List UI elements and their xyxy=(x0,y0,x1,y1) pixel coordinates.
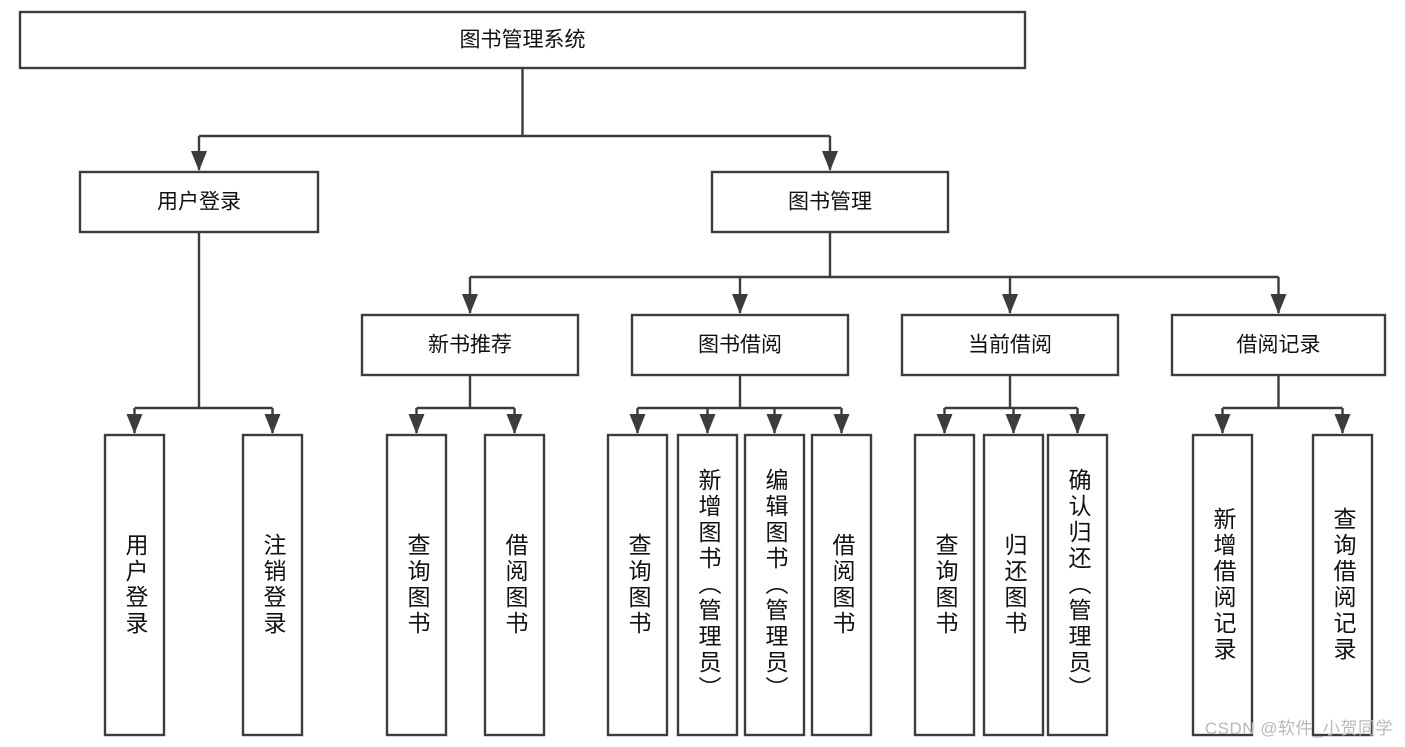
arrow-head-icon xyxy=(408,414,425,434)
node-leaf-5[interactable] xyxy=(676,433,739,737)
arrow-head-icon xyxy=(936,414,953,434)
arrow-head-icon xyxy=(1002,294,1018,314)
arrow-head-icon xyxy=(833,414,850,434)
arrow-head-icon xyxy=(766,414,783,434)
arrow-head-icon xyxy=(1005,414,1022,434)
csdn-watermark: CSDN @软件_小贺同学 xyxy=(1204,719,1393,738)
arrow-head-icon xyxy=(1069,414,1086,434)
arrow-head-icon xyxy=(732,294,748,314)
node-boxes xyxy=(18,10,1387,737)
node-level3-3[interactable] xyxy=(1170,313,1387,377)
node-level2-1-label: 图书管理 xyxy=(788,191,872,214)
node-leaf-6[interactable] xyxy=(743,433,806,737)
arrow-head-icon xyxy=(1334,414,1351,434)
node-leaf-11[interactable] xyxy=(1191,433,1254,737)
connector-lines xyxy=(126,68,1351,434)
arrow-head-icon xyxy=(1270,294,1287,314)
arrow-head-icon xyxy=(506,414,523,434)
arrow-head-icon xyxy=(822,151,838,171)
node-leaf-9[interactable] xyxy=(982,433,1045,737)
arrow-head-icon xyxy=(462,294,478,314)
node-leaf-10[interactable] xyxy=(1046,433,1109,737)
node-level2-1[interactable] xyxy=(710,170,950,234)
node-level3-0-label: 新书推荐 xyxy=(428,334,512,357)
node-level3-2-label: 当前借阅 xyxy=(968,334,1052,357)
node-level3-1[interactable] xyxy=(630,313,850,377)
node-leaf-0[interactable] xyxy=(103,433,166,737)
node-root-system-label: 图书管理系统 xyxy=(460,29,586,52)
arrow-head-icon xyxy=(126,414,143,434)
node-leaf-3[interactable] xyxy=(483,433,546,737)
node-level3-3-label: 借阅记录 xyxy=(1237,334,1321,357)
node-leaf-2[interactable] xyxy=(385,433,448,737)
arrow-head-icon xyxy=(1214,414,1231,434)
node-leaf-8[interactable] xyxy=(913,433,976,737)
node-level3-2[interactable] xyxy=(900,313,1120,377)
arrow-head-icon xyxy=(264,414,281,434)
arrow-head-icon xyxy=(629,414,646,434)
node-level2-0-label: 用户登录 xyxy=(157,191,241,214)
node-level3-1-label: 图书借阅 xyxy=(698,334,782,357)
node-leaf-4[interactable] xyxy=(606,433,669,737)
arrow-head-icon xyxy=(191,151,207,171)
node-leaf-7[interactable] xyxy=(810,433,873,737)
node-level2-0[interactable] xyxy=(78,170,320,234)
node-level3-0[interactable] xyxy=(360,313,580,377)
node-leaf-1[interactable] xyxy=(241,433,304,737)
node-root-system[interactable] xyxy=(18,10,1027,70)
arrow-head-icon xyxy=(699,414,716,434)
node-leaf-12[interactable] xyxy=(1311,433,1374,737)
